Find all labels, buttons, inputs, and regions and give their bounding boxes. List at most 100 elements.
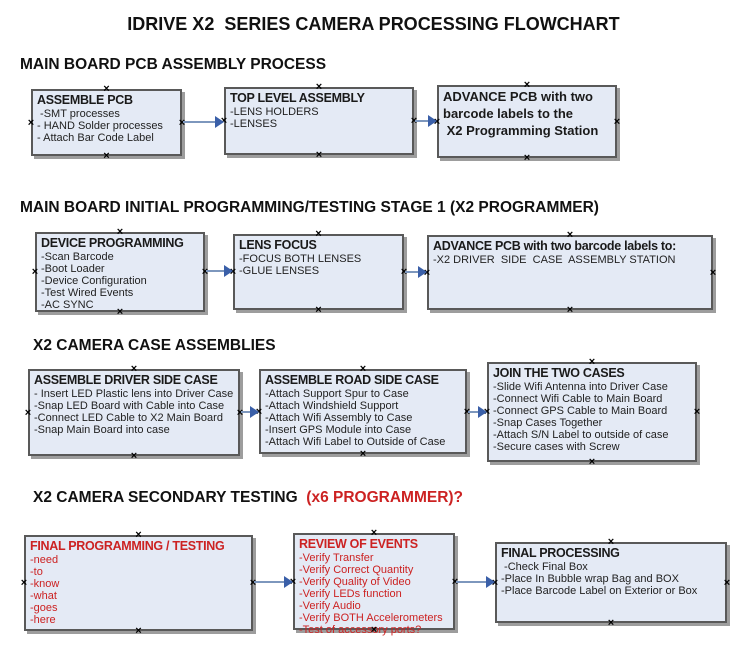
box-item: -Snap LED Board with Cable into Case: [34, 400, 225, 412]
arrow-head-icon: [418, 266, 427, 278]
box-item: -LENS HOLDERS: [230, 106, 319, 118]
box-title: JOIN THE TWO CASES: [493, 366, 625, 380]
connector-line: [468, 411, 480, 413]
section-heading-secondary-testing: X2 CAMERA SECONDARY TESTING (x6 PROGRAMM…: [33, 489, 463, 507]
section-heading-initial-programming: MAIN BOARD INITIAL PROGRAMMING/TESTING S…: [20, 199, 599, 216]
box-item: -know: [30, 578, 60, 590]
box-title: ASSEMBLE PCB: [37, 93, 133, 107]
connection-point-icon: ×: [359, 448, 367, 460]
box-item: -Attach Support Spur to Case: [265, 388, 409, 400]
connection-point-icon: ×: [315, 149, 323, 161]
arrow-head-icon: [428, 115, 437, 127]
heading-suffix-red: (x6 PROGRAMMER)?: [306, 489, 464, 506]
connector-arrow[interactable]: [240, 406, 259, 418]
box-item: -Place Barcode Label on Exterior or Box: [501, 585, 698, 597]
box-item: -Verify LEDs function: [299, 588, 402, 600]
box-title: TOP LEVEL ASSEMBLY: [230, 91, 365, 105]
box-item: -X2 DRIVER SIDE CASE ASSEMBLY STATION: [433, 254, 676, 266]
box-item: -Verify Correct Quantity: [299, 564, 414, 576]
flowchart-box-final-processing[interactable]: × × × × FINAL PROCESSING -Check Final Bo…: [492, 537, 730, 629]
flowchart-box-device-programming[interactable]: × × × × DEVICE PROGRAMMING -Scan Barcode…: [32, 227, 208, 318]
connection-point-icon: ×: [613, 115, 621, 128]
box-title: ASSEMBLE DRIVER SIDE CASE: [34, 373, 218, 387]
section-heading-pcb-assembly: MAIN BOARD PCB ASSEMBLY PROCESS: [20, 56, 327, 73]
connector-arrow[interactable]: [404, 266, 427, 278]
connection-point-icon: ×: [315, 304, 322, 316]
box-item: -FOCUS BOTH LENSES: [239, 253, 362, 265]
box-item: -Secure cases with Screw: [493, 441, 620, 453]
connection-point-icon: ×: [130, 450, 138, 462]
box-item: -Connect LED Cable to X2 Main Board: [34, 412, 223, 424]
box-title: DEVICE PROGRAMMING: [41, 236, 184, 250]
connection-point-icon: ×: [523, 152, 531, 164]
box-title: ADVANCE PCB with two barcode labels to:: [433, 239, 676, 253]
flowchart-box-top-level-assembly[interactable]: × × × × TOP LEVEL ASSEMBLY -LENS HOLDERS…: [221, 82, 417, 161]
connector-line: [183, 121, 217, 123]
box-item: -Attach Wifi Assembly to Case: [265, 412, 413, 424]
box-item: -LENSES: [230, 118, 278, 130]
box-item: - HAND Solder processes: [37, 120, 163, 132]
box-item: -goes: [30, 602, 58, 614]
arrow-head-icon: [284, 576, 293, 588]
box-title-line: ADVANCE PCB with two: [443, 89, 593, 104]
flowchart-box-join-the-two-cases[interactable]: × × × × JOIN THE TWO CASES -Slide Wifi A…: [484, 357, 700, 468]
box-item: -Verify Quality of Video: [299, 576, 411, 588]
connector-line: [206, 270, 226, 272]
box-item: -SMT processes: [37, 108, 120, 120]
flowchart-box-advance-pcb-programming-station[interactable]: × × × × ADVANCE PCB with two barcode lab…: [434, 80, 620, 164]
connection-point-icon: ×: [588, 456, 596, 468]
box-title: REVIEW OF EVENTS: [299, 537, 418, 551]
box-item: -Snap Cases Together: [493, 417, 603, 429]
connector-line: [415, 120, 430, 122]
box-item: - Attach Bar Code Label: [37, 132, 154, 144]
connector-line: [405, 271, 420, 273]
box-item: -Snap Main Board into case: [34, 424, 170, 436]
box-title: FINAL PROCESSING: [501, 546, 620, 560]
arrow-head-icon: [486, 576, 495, 588]
box-title: FINAL PROGRAMMING / TESTING: [30, 539, 225, 553]
box-item: -GLUE LENSES: [239, 265, 320, 277]
connector-arrow[interactable]: [182, 116, 224, 128]
box-item: -Attach S/N Label to outside of case: [493, 429, 669, 441]
box-title-line: barcode labels to the: [443, 106, 574, 121]
connector-arrow[interactable]: [467, 406, 487, 418]
connection-point-icon: ×: [20, 577, 28, 589]
connection-point-icon: ×: [31, 266, 39, 278]
connection-point-icon: ×: [103, 150, 110, 162]
connection-point-icon: ×: [693, 406, 701, 418]
connector-arrow[interactable]: [414, 115, 437, 127]
connection-point-icon: ×: [24, 406, 32, 419]
box-item: -Test Wired Events: [41, 287, 134, 299]
arrow-head-icon: [224, 265, 233, 277]
connector-arrow[interactable]: [205, 265, 233, 277]
flowchart-box-final-programming-testing[interactable]: × × × × FINAL PROGRAMMING / TESTING -nee…: [21, 530, 256, 637]
box-item: -Place In Bubble wrap Bag and BOX: [501, 573, 679, 585]
box-title: LENS FOCUS: [239, 238, 317, 252]
box-item: -here: [30, 614, 56, 626]
box-title: ASSEMBLE ROAD SIDE CASE: [265, 373, 439, 387]
box-item: -what: [30, 590, 57, 602]
box-item: -Connect GPS Cable to Main Board: [493, 405, 668, 417]
connector-arrow[interactable]: [253, 576, 293, 588]
connection-point-icon: ×: [566, 304, 574, 316]
box-item: - Insert LED Plastic lens into Driver Ca…: [34, 388, 234, 400]
section-heading-case-assemblies: X2 CAMERA CASE ASSEMBLIES: [33, 337, 276, 354]
connection-point-icon: ×: [135, 625, 142, 637]
arrow-head-icon: [478, 406, 487, 418]
page-title: IDRIVE X2 SERIES CAMERA PROCESSING FLOWC…: [127, 14, 620, 34]
flowchart-box-advance-pcb-case-assembly[interactable]: × × × × ADVANCE PCB with two barcode lab…: [424, 230, 716, 316]
flowchart-box-review-of-events[interactable]: × × × × REVIEW OF EVENTS -Verify Transfe…: [290, 528, 458, 637]
box-item: -Check Final Box: [501, 561, 588, 573]
connector-arrow[interactable]: [455, 576, 495, 588]
box-item: -Slide Wifi Antenna into Driver Case: [493, 381, 668, 393]
box-item: -Scan Barcode: [41, 251, 114, 263]
flowchart-box-assemble-driver-side-case[interactable]: × × × × ASSEMBLE DRIVER SIDE CASE - Inse…: [25, 364, 243, 462]
flowchart-box-assemble-road-side-case[interactable]: × × × × ASSEMBLE ROAD SIDE CASE -Attach …: [256, 364, 470, 460]
arrow-head-icon: [250, 406, 259, 418]
box-item: -Attach Windshield Support: [265, 400, 399, 412]
flowchart-box-assemble-pcb[interactable]: × × × × ASSEMBLE PCB -SMT processes - HA…: [28, 84, 185, 162]
box-item: -Attach Wifi Label to Outside of Case: [265, 436, 446, 448]
flowchart-box-lens-focus[interactable]: × × × × LENS FOCUS -FOCUS BOTH LENSES -G…: [230, 229, 407, 316]
connection-point-icon: ×: [723, 576, 731, 589]
